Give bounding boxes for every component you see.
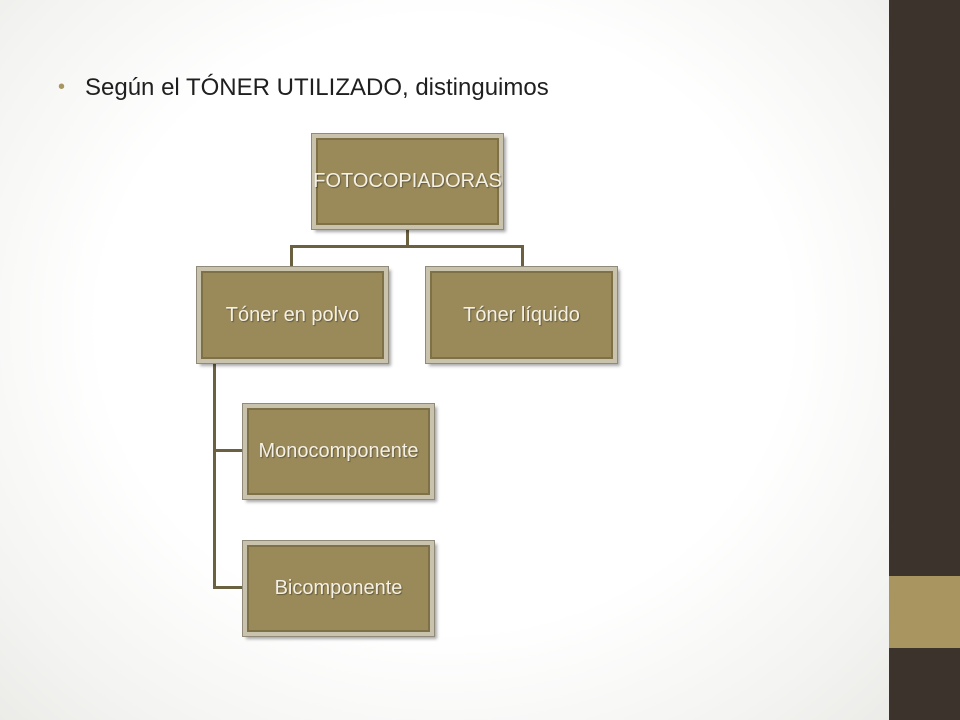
- connector-root-stem: [406, 229, 409, 248]
- connector-sub-vertical: [213, 363, 216, 589]
- connector-right-drop: [521, 245, 524, 267]
- node-bicomponente: Bicomponente: [242, 540, 435, 637]
- bullet-marker: •: [58, 76, 66, 98]
- bullet-text: Según el TÓNER UTILIZADO, distinguimos: [85, 74, 549, 101]
- connector-level1-horizontal: [290, 245, 524, 248]
- connector-sub-monocomponente: [213, 449, 243, 452]
- node-toner-liquido: Tóner líquido: [425, 266, 618, 364]
- node-monocomponente: Monocomponente: [242, 403, 435, 500]
- sidebar-accent-block: [889, 576, 960, 648]
- connector-sub-bicomponente: [213, 586, 243, 589]
- node-toner-en-polvo: Tóner en polvo: [196, 266, 389, 364]
- connector-left-drop: [290, 245, 293, 267]
- node-root-fotocopiadoras: FOTOCOPIADORAS: [311, 133, 504, 230]
